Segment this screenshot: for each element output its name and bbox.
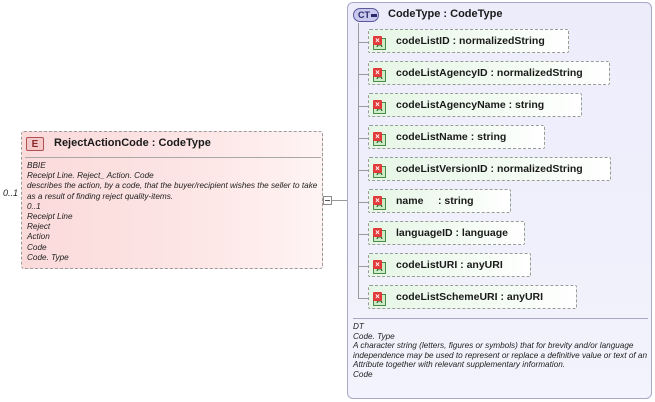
attribute-badge: A× (373, 196, 386, 210)
optional-x-icon: × (373, 260, 382, 269)
doc-line: BBIE (27, 161, 46, 170)
tree-branch (358, 138, 368, 139)
tree-branch (358, 106, 368, 107)
optional-x-icon: × (373, 196, 382, 205)
complex-type-title: CodeType : CodeType (388, 8, 503, 20)
attribute-badge: A× (373, 260, 386, 274)
doc-line: Code (27, 242, 47, 252)
attribute-badge: A× (373, 292, 386, 306)
attribute-label: codeListURI : anyURI (396, 259, 503, 271)
attribute-label: codeListSchemeURI : anyURI (396, 291, 544, 303)
attribute-badge: A× (373, 164, 386, 178)
doc-line: Action (27, 232, 50, 242)
tree-line (358, 23, 359, 299)
optional-x-icon: × (373, 100, 382, 109)
attribute-codeListID[interactable]: A× codeListID : normalizedString (368, 29, 569, 53)
attribute-codeListSchemeURI[interactable]: A× codeListSchemeURI : anyURI (368, 285, 577, 309)
attribute-codeListName[interactable]: A× codeListName : string (368, 125, 545, 149)
connector-line (332, 200, 347, 201)
element-divider (25, 157, 321, 158)
attribute-label: codeListVersionID : normalizedString (396, 163, 583, 175)
attribute-label: name : string (396, 195, 474, 207)
complex-type-documentation: DT Code. Type A character string (letter… (353, 322, 649, 380)
complex-type-divider (353, 318, 648, 319)
attribute-badge: A× (373, 36, 386, 50)
attribute-codeListVersionID[interactable]: A× codeListVersionID : normalizedString (368, 157, 611, 181)
attribute-badge: A× (373, 100, 386, 114)
optional-x-icon: × (373, 36, 382, 45)
tree-branch (358, 42, 368, 43)
doc-line: DT (353, 322, 364, 331)
complex-type-box[interactable]: CT CodeType : CodeType A× codeListID : n… (347, 2, 652, 399)
optional-x-icon: × (373, 132, 382, 141)
attribute-badge: A× (373, 132, 386, 146)
attribute-languageID[interactable]: A× languageID : language (368, 221, 525, 245)
collapse-toggle-icon[interactable] (323, 196, 332, 205)
optional-x-icon: × (373, 164, 382, 173)
attribute-name[interactable]: A× name : string (368, 189, 511, 213)
element-box[interactable]: E RejectActionCode : CodeType BBIE Recei… (21, 131, 323, 269)
doc-line: 0..1 (27, 201, 41, 211)
attribute-badge: A× (373, 68, 386, 82)
tree-branch (358, 234, 368, 235)
attribute-codeListAgencyID[interactable]: A× codeListAgencyID : normalizedString (368, 61, 610, 85)
attribute-label: codeListAgencyID : normalizedString (396, 67, 583, 79)
attribute-codeListAgencyName[interactable]: A× codeListAgencyName : string (368, 93, 582, 117)
attribute-badge: A× (373, 228, 386, 242)
doc-line: Receipt Line. Reject_ Action. Code (27, 171, 154, 181)
tree-branch (358, 298, 368, 299)
optional-x-icon: × (373, 292, 382, 301)
doc-line: Receipt Line (27, 212, 73, 222)
complex-type-badge: CT (353, 8, 379, 22)
tree-branch (358, 74, 368, 75)
doc-line: Code. Type (27, 252, 69, 262)
doc-line: Reject (27, 222, 51, 232)
doc-line: A character string (letters, figures or … (353, 341, 648, 370)
tree-branch (358, 266, 368, 267)
element-documentation: BBIE Receipt Line. Reject_ Action. Code … (27, 161, 323, 263)
attribute-label: codeListName : string (396, 131, 507, 143)
attribute-codeListURI[interactable]: A× codeListURI : anyURI (368, 253, 531, 277)
element-badge: E (26, 137, 44, 151)
doc-line: describes the action, by a code, that th… (27, 181, 318, 201)
optional-x-icon: × (373, 68, 382, 77)
element-title: RejectActionCode : CodeType (54, 137, 211, 149)
tree-branch (358, 170, 368, 171)
tree-branch (358, 202, 368, 203)
attribute-label: languageID : language (396, 227, 509, 239)
doc-line: Code. Type (353, 331, 395, 341)
occurrence-label: 0..1 (3, 188, 19, 198)
attribute-label: codeListAgencyName : string (396, 99, 545, 111)
optional-x-icon: × (373, 228, 382, 237)
doc-line: Code (353, 369, 373, 379)
attribute-label: codeListID : normalizedString (396, 35, 545, 47)
